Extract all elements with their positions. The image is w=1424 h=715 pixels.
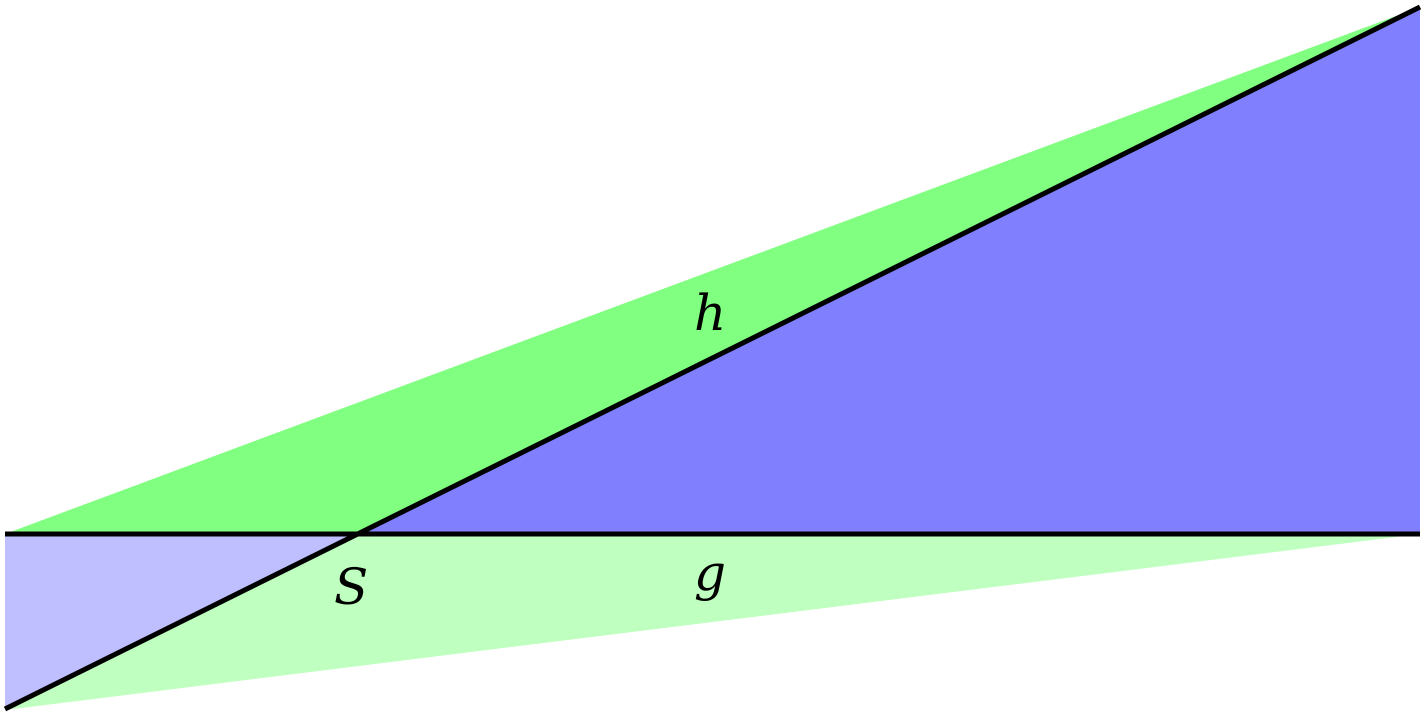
label-g: g <box>694 544 726 602</box>
light-green-lower-region <box>5 534 1420 710</box>
green-upper-region <box>5 7 1420 534</box>
label-s: S <box>334 558 368 616</box>
label-h: h <box>694 284 726 342</box>
line-h <box>3 4 1422 712</box>
